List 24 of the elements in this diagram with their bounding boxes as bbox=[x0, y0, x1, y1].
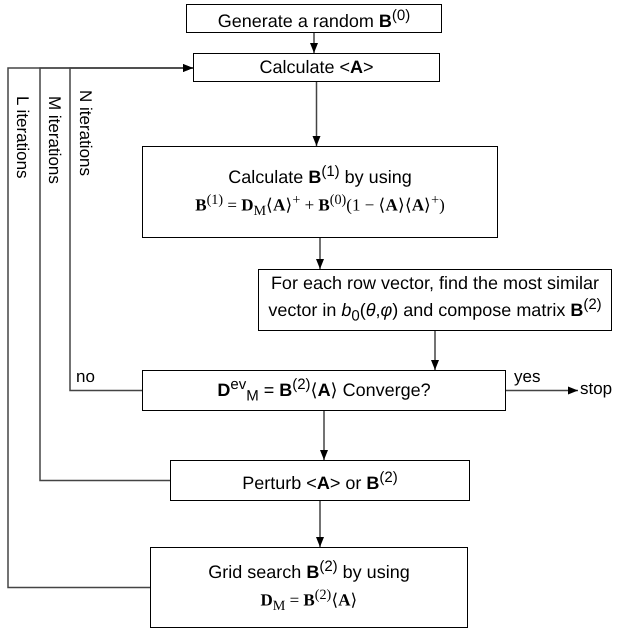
process-box bbox=[193, 53, 440, 82]
process-box bbox=[170, 460, 470, 501]
arrow bbox=[7, 64, 193, 588]
process-box bbox=[142, 146, 498, 238]
arrow bbox=[431, 331, 439, 370]
box-text: Perturb <A> or B$^{(2)}$ bbox=[241, 468, 399, 494]
box-text: For each row vector, find the most similar vector in b$_{0}$(θ,φ) and compose matrix B$^{(2)}$ bbox=[267, 273, 603, 327]
arrow bbox=[506, 386, 578, 394]
formula-text: B$^{(1)}$ = D$_{M}$⟨A⟩$^{+}$ + B$^{(0)}$(1 − ⟨A⟩⟨A⟩$^{+}$) bbox=[195, 190, 445, 222]
process-box bbox=[142, 370, 506, 411]
arrow bbox=[316, 238, 324, 269]
arrow bbox=[316, 501, 324, 547]
arrow bbox=[312, 82, 320, 146]
arrow bbox=[320, 411, 328, 460]
box-text: D$^{ev}$$_{M}$ = B$^{(2)}$⟨A⟩ Converge? bbox=[216, 375, 432, 407]
box-text: Grid search B$^{(2)}$ by using bbox=[207, 557, 411, 584]
box-text: Generate a random B$^{(0)}$ bbox=[216, 6, 412, 32]
formula-text: D$_{M}$ = B$^{(2)}$⟨A⟩ bbox=[260, 586, 358, 617]
box-text: Calculate B$^{(1)}$ by using bbox=[227, 162, 413, 188]
process-box bbox=[150, 547, 468, 628]
box-text: Calculate <A> bbox=[258, 57, 375, 78]
process-box bbox=[186, 4, 442, 33]
process-box bbox=[258, 269, 612, 331]
arrow bbox=[310, 33, 318, 53]
